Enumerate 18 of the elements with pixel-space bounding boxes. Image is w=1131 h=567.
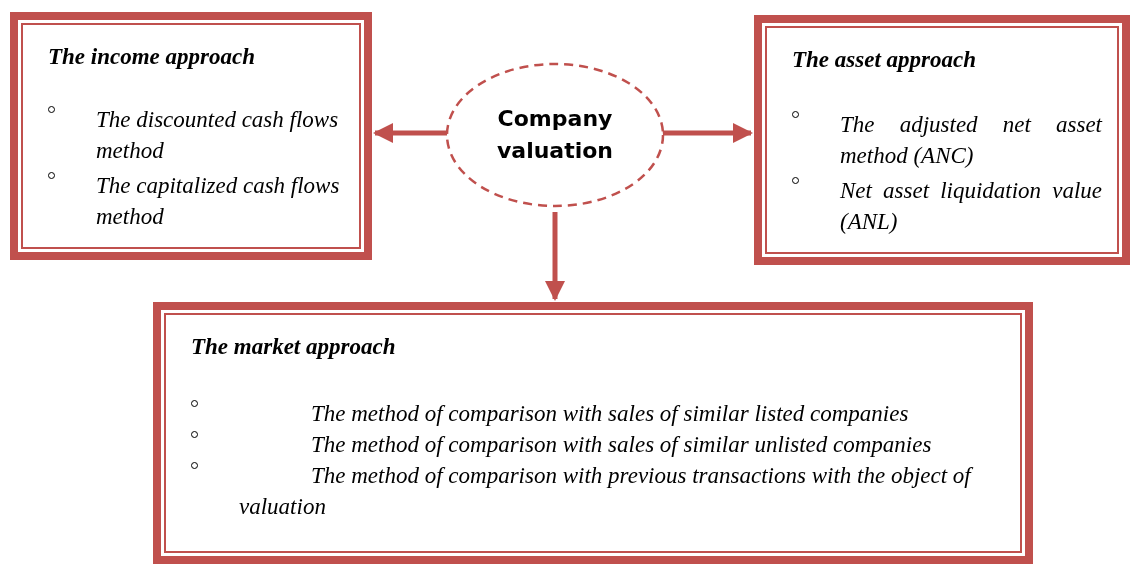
box-heading: The asset approach xyxy=(792,47,976,73)
bullet-text: The method of comparison with sales of similar unlisted companies xyxy=(310,431,933,459)
arrow xyxy=(373,123,448,143)
node-title: Company valuation xyxy=(495,105,615,165)
bullet-text: The discounted cash flows method xyxy=(96,106,340,165)
bullet-text: The method of comparison with sales of similar listed companies xyxy=(310,400,910,428)
approach-box xyxy=(10,12,372,260)
arrow xyxy=(662,123,753,143)
approach-box xyxy=(153,302,1033,564)
bullet-text: The adjusted net asset method (ANC) xyxy=(840,111,1102,170)
bullet-text: Net asset liquidation value (ANL) xyxy=(840,177,1102,236)
arrow xyxy=(545,212,565,301)
bullet-text: The capitalized cash flows method xyxy=(96,172,341,231)
approach-box xyxy=(754,15,1130,265)
dashed-ellipse xyxy=(445,62,665,208)
bullet-text: The method of comparison with previous transactions with the object of valuation xyxy=(239,460,1019,522)
box-heading: The income approach xyxy=(48,44,255,70)
box-heading: The market approach xyxy=(191,334,396,360)
